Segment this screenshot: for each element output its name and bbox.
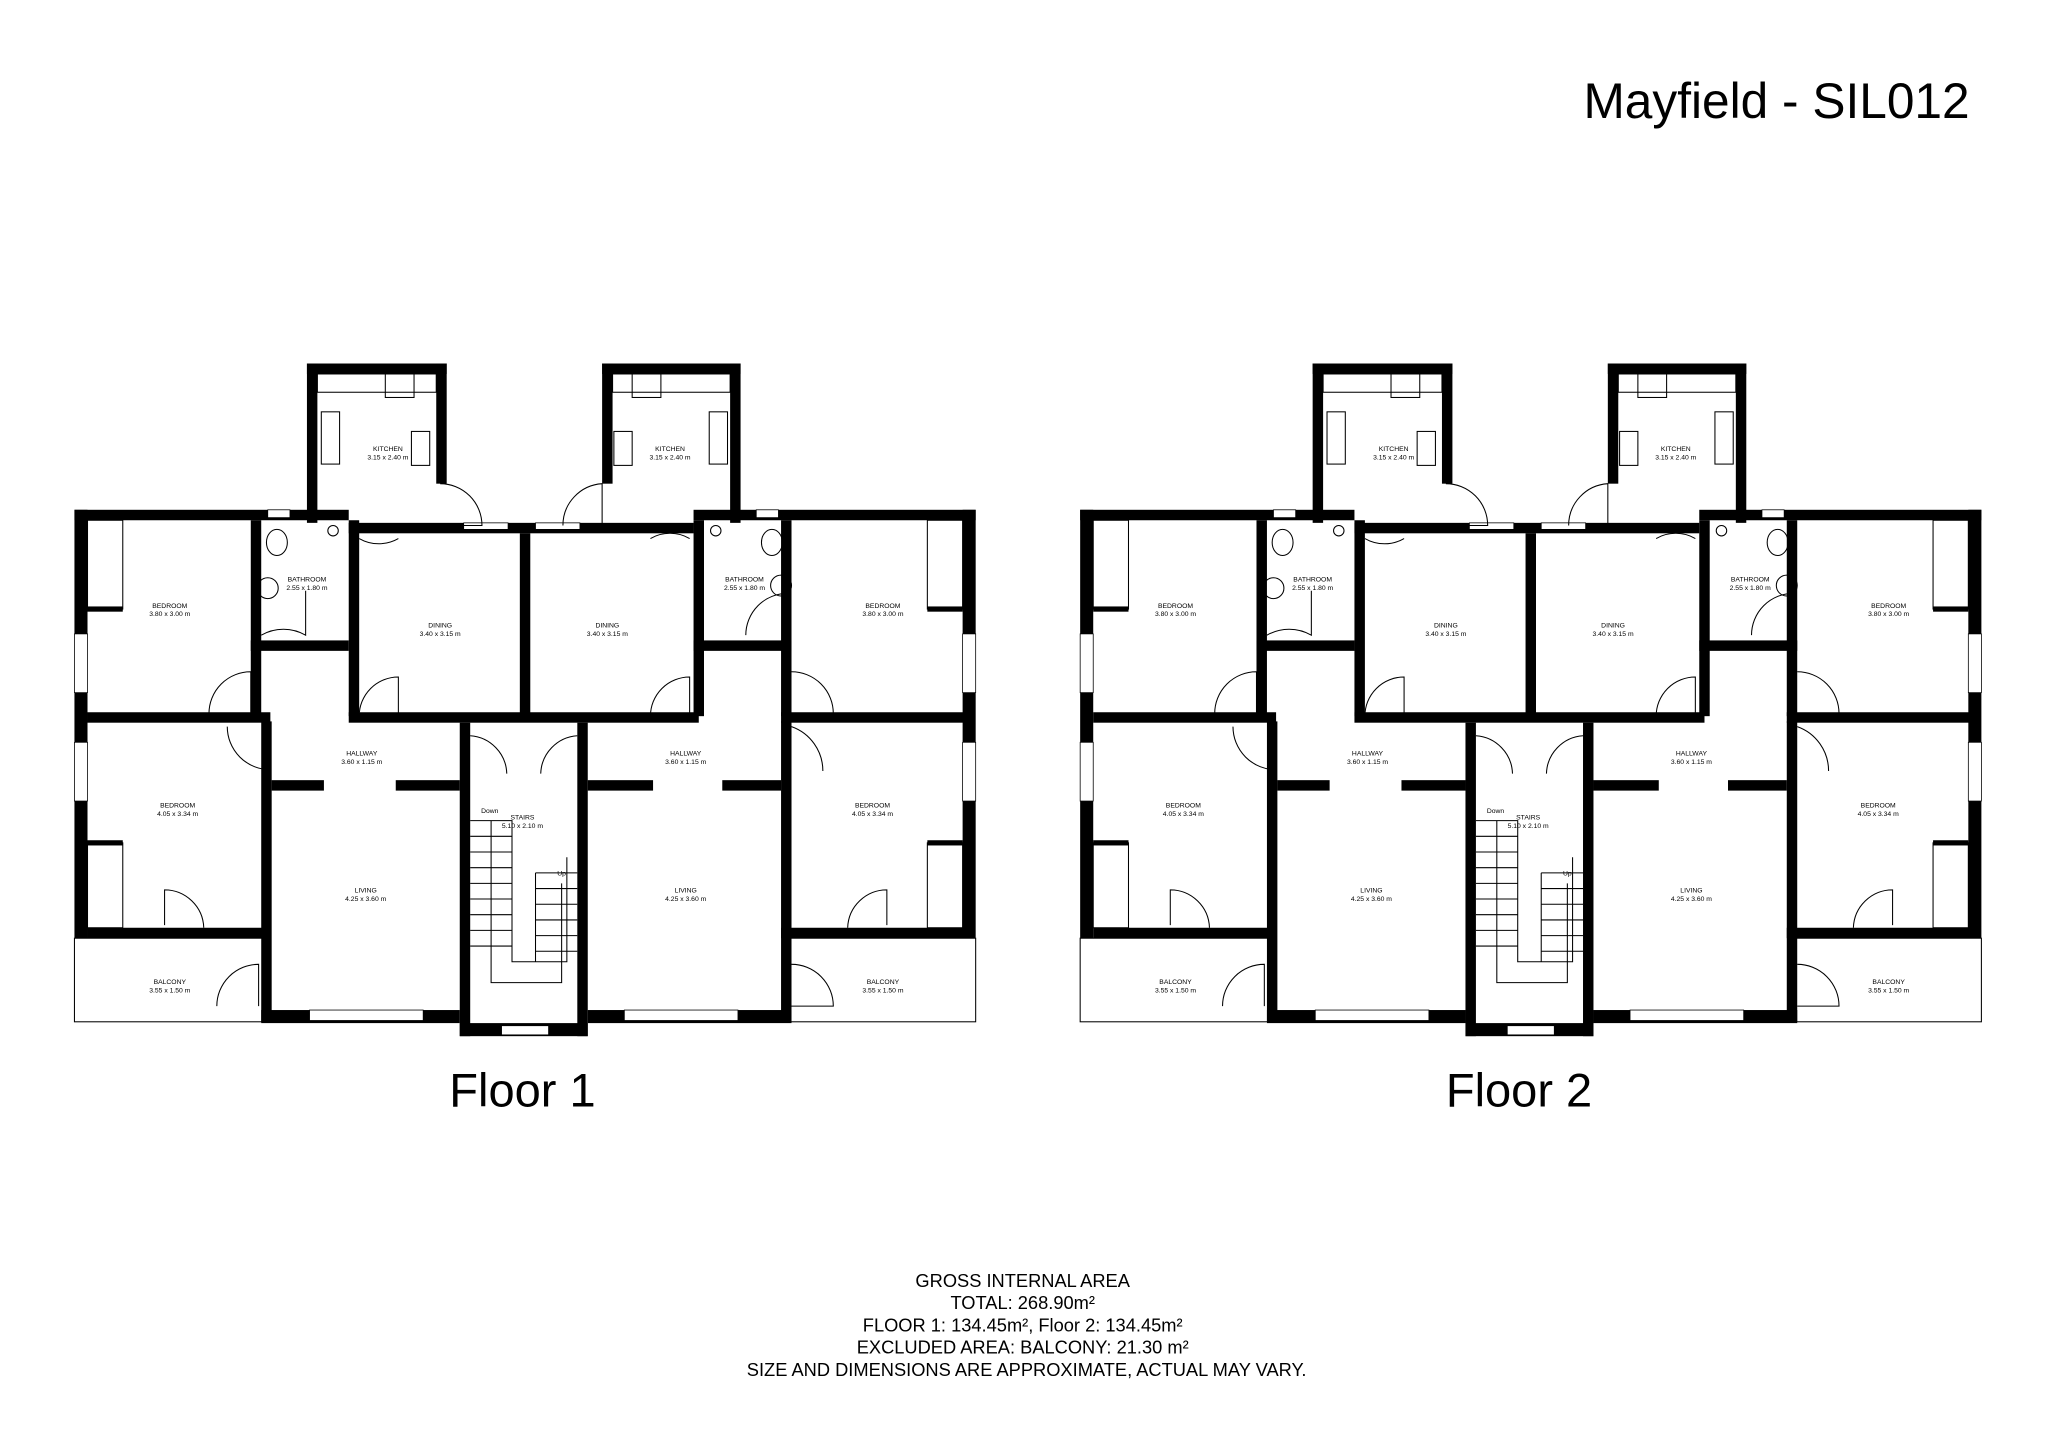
room-name: BALCONY xyxy=(1159,979,1192,986)
room-name: LIVING xyxy=(675,887,697,894)
room-name: KITCHEN xyxy=(1379,446,1409,453)
room-size: 3.15 x 2.40 m xyxy=(1655,455,1696,462)
room-size: 4.25 x 3.60 m xyxy=(665,896,706,903)
stairs-down-label: Down xyxy=(1487,808,1505,815)
room-size: 2.55 x 1.80 m xyxy=(724,585,765,592)
room-size: 4.05 x 3.34 m xyxy=(157,811,198,818)
room-size: 3.15 x 2.40 m xyxy=(367,455,408,462)
room-name: BATHROOM xyxy=(1731,577,1770,584)
room-name: HALLWAY xyxy=(346,750,378,757)
room-name: BALCONY xyxy=(867,979,900,986)
area-floors: FLOOR 1: 134.45m², Floor 2: 134.45m² xyxy=(863,1314,1183,1335)
room-size: 3.60 x 1.15 m xyxy=(665,759,706,766)
room-name: DINING xyxy=(1601,622,1625,629)
room-name: BEDROOM xyxy=(1861,803,1896,810)
room-size: 4.05 x 3.34 m xyxy=(1163,811,1204,818)
room-name: BEDROOM xyxy=(855,803,890,810)
area-disclaimer: SIZE AND DIMENSIONS ARE APPROXIMATE, ACT… xyxy=(747,1359,1307,1380)
room-size: 3.55 x 1.50 m xyxy=(149,987,190,994)
room-size: 3.40 x 3.15 m xyxy=(1425,631,1466,638)
room-size: 4.25 x 3.60 m xyxy=(1671,896,1712,903)
room-size: 3.15 x 2.40 m xyxy=(1373,455,1414,462)
room-size: 3.60 x 1.15 m xyxy=(1347,759,1388,766)
room-size: 3.40 x 3.15 m xyxy=(420,631,461,638)
room-name: BEDROOM xyxy=(152,603,187,610)
room-name: BEDROOM xyxy=(1158,603,1193,610)
room-name: BALCONY xyxy=(154,979,187,986)
stairs-up-label: Up xyxy=(557,871,566,878)
room-size: 3.80 x 3.00 m xyxy=(149,611,190,618)
room-name: STAIRS xyxy=(510,814,534,821)
floor-2-label: Floor 2 xyxy=(1446,1064,1592,1117)
room-name: BATHROOM xyxy=(288,577,327,584)
room-name: HALLWAY xyxy=(670,750,702,757)
area-total: TOTAL: 268.90m² xyxy=(950,1292,1095,1313)
room-name: BEDROOM xyxy=(160,803,195,810)
area-excluded: EXCLUDED AREA: BALCONY: 21.30 m² xyxy=(857,1337,1189,1358)
room-size: 3.60 x 1.15 m xyxy=(341,759,382,766)
room-size: 3.80 x 3.00 m xyxy=(1155,611,1196,618)
room-name: DINING xyxy=(595,622,619,629)
room-size: 3.55 x 1.50 m xyxy=(1868,987,1909,994)
room-size: 3.40 x 3.15 m xyxy=(1593,631,1634,638)
room-size: 3.60 x 1.15 m xyxy=(1671,759,1712,766)
room-size: 3.80 x 3.00 m xyxy=(862,611,903,618)
room-name: BEDROOM xyxy=(865,603,900,610)
room-size: 4.25 x 3.60 m xyxy=(1351,896,1392,903)
page-title: Mayfield - SIL012 xyxy=(1583,73,1969,129)
room-name: DINING xyxy=(1434,622,1458,629)
room-name: BATHROOM xyxy=(1293,577,1332,584)
room-size: 4.05 x 3.34 m xyxy=(1858,811,1899,818)
room-size: 5.10 x 2.10 m xyxy=(502,823,543,830)
room-name: HALLWAY xyxy=(1676,750,1708,757)
room-name: DINING xyxy=(428,622,452,629)
room-size: 3.55 x 1.50 m xyxy=(1155,987,1196,994)
room-size: 3.40 x 3.15 m xyxy=(587,631,628,638)
room-name: BEDROOM xyxy=(1166,803,1201,810)
area-summary: GROSS INTERNAL AREA TOTAL: 268.90m² FLOO… xyxy=(747,1270,1307,1380)
stairs-down-label: Down xyxy=(481,808,499,815)
room-size: 5.10 x 2.10 m xyxy=(1508,823,1549,830)
room-size: 3.15 x 2.40 m xyxy=(649,455,690,462)
floor-1-label: Floor 1 xyxy=(449,1064,595,1117)
room-name: LIVING xyxy=(1360,887,1382,894)
room-size: 4.05 x 3.34 m xyxy=(852,811,893,818)
room-name: BATHROOM xyxy=(725,577,764,584)
room-size: 2.55 x 1.80 m xyxy=(1730,585,1771,592)
room-name: LIVING xyxy=(1680,887,1702,894)
stairs-up-label: Up xyxy=(1563,871,1572,878)
room-name: KITCHEN xyxy=(373,446,403,453)
room-size: 3.55 x 1.50 m xyxy=(862,987,903,994)
room-size: 3.80 x 3.00 m xyxy=(1868,611,1909,618)
room-name: STAIRS xyxy=(1516,814,1540,821)
room-name: KITCHEN xyxy=(1661,446,1691,453)
room-name: BEDROOM xyxy=(1871,603,1906,610)
room-name: BALCONY xyxy=(1872,979,1905,986)
room-size: 2.55 x 1.80 m xyxy=(1292,585,1333,592)
room-name: KITCHEN xyxy=(655,446,685,453)
room-size: 2.55 x 1.80 m xyxy=(286,585,327,592)
room-name: LIVING xyxy=(355,887,377,894)
area-heading: GROSS INTERNAL AREA xyxy=(915,1270,1130,1291)
room-name: HALLWAY xyxy=(1352,750,1384,757)
room-size: 4.25 x 3.60 m xyxy=(345,896,386,903)
